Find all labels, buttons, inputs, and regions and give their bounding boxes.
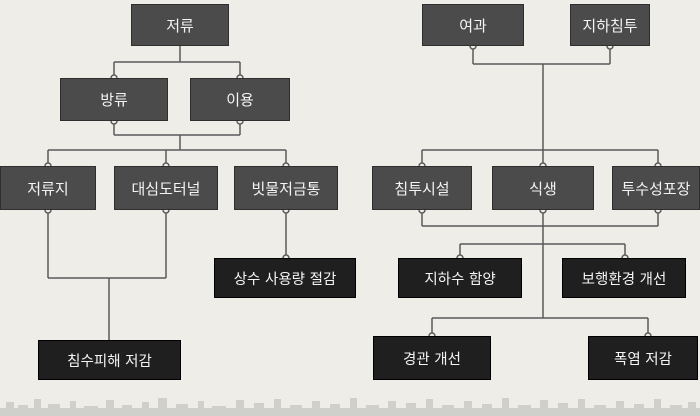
node-walking-environment: 보행환경 개선 (562, 258, 686, 298)
node-landscape: 경관 개선 (373, 336, 491, 380)
node-rainwater-tank: 빗물저금통 (234, 166, 338, 210)
node-filtration: 여과 (422, 4, 524, 46)
node-discharge: 방류 (60, 78, 168, 121)
node-permeable-pavement: 투수성포장 (612, 166, 700, 210)
node-planting: 식생 (492, 166, 594, 210)
node-reservoir: 저류지 (0, 166, 96, 210)
node-infiltration-facility: 침투시설 (372, 166, 472, 210)
node-groundwater-recharge: 지하수 함양 (398, 258, 522, 298)
node-infiltration-ground: 지하침투 (570, 4, 650, 46)
node-heat-reduction: 폭염 저감 (588, 336, 698, 380)
node-deep-tunnel: 대심도터널 (114, 166, 218, 210)
node-use: 이용 (190, 78, 290, 121)
node-storage: 저류 (131, 4, 229, 46)
city-skyline-decoration (0, 398, 700, 416)
node-flood-reduction: 침수피해 저감 (38, 340, 181, 380)
node-water-saving: 상수 사용량 절감 (214, 258, 356, 298)
